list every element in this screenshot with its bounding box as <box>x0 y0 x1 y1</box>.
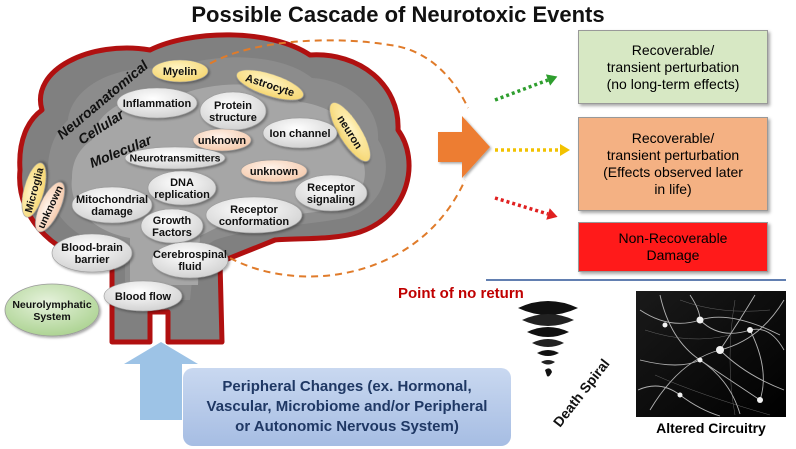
brain-item-myelin: Myelin <box>151 59 209 83</box>
outcome-non-recoverable: Non-Recoverable Damage <box>578 222 768 272</box>
dotted-arrow-recoverable-no-effects <box>494 74 558 102</box>
peripheral-changes-box <box>183 368 511 446</box>
point-of-no-return-label: Point of no return <box>398 285 524 302</box>
outcome-recoverable-no-effects: Recoverable/ transient perturbation (no … <box>578 30 768 104</box>
peripheral-changes-label: Peripheral Changes (ex. Hormonal, Vascul… <box>206 378 488 435</box>
outcome-recoverable-later-effects: Recoverable/ transient perturbation (Eff… <box>578 117 768 211</box>
up-arrow-shaft <box>140 360 182 420</box>
altered-circuitry-label: Altered Circuitry <box>656 420 766 436</box>
brain-item-label: Myelin <box>163 66 198 78</box>
death-spiral-icon <box>518 301 578 377</box>
brain-item-label: Blood flow <box>115 291 172 303</box>
brain-item-label: Ion channel <box>269 128 330 140</box>
brain-item-unknown-mid: unknown <box>240 159 308 183</box>
brain-item-neurotransmitters: Neurotransmitters <box>124 146 226 170</box>
death-spiral-label: Death Spiral <box>550 356 613 430</box>
brain-item-label: unknown <box>250 166 299 178</box>
brain-item-inflammation: Inflammation <box>116 87 198 119</box>
brain-item-label: Inflammation <box>123 98 192 110</box>
neural-network-image <box>636 291 786 417</box>
brain-item-unknown-top: unknown <box>192 128 252 152</box>
big-arrow-icon <box>438 116 490 178</box>
brain-item-blood-flow: Blood flow <box>103 280 183 312</box>
brain-item-label: unknown <box>198 135 247 147</box>
brain-item-ion-channel: Ion channel <box>262 117 338 149</box>
brain-item-microglia: Microglia <box>21 162 46 218</box>
brain-item-label: Neurotransmitters <box>129 153 220 165</box>
page-title: Possible Cascade of Neurotoxic Events <box>191 2 605 27</box>
dotted-arrow-recoverable-later <box>495 144 570 156</box>
cascade-dashed-line-top <box>199 39 469 109</box>
dotted-arrow-non-recoverable <box>494 196 558 220</box>
